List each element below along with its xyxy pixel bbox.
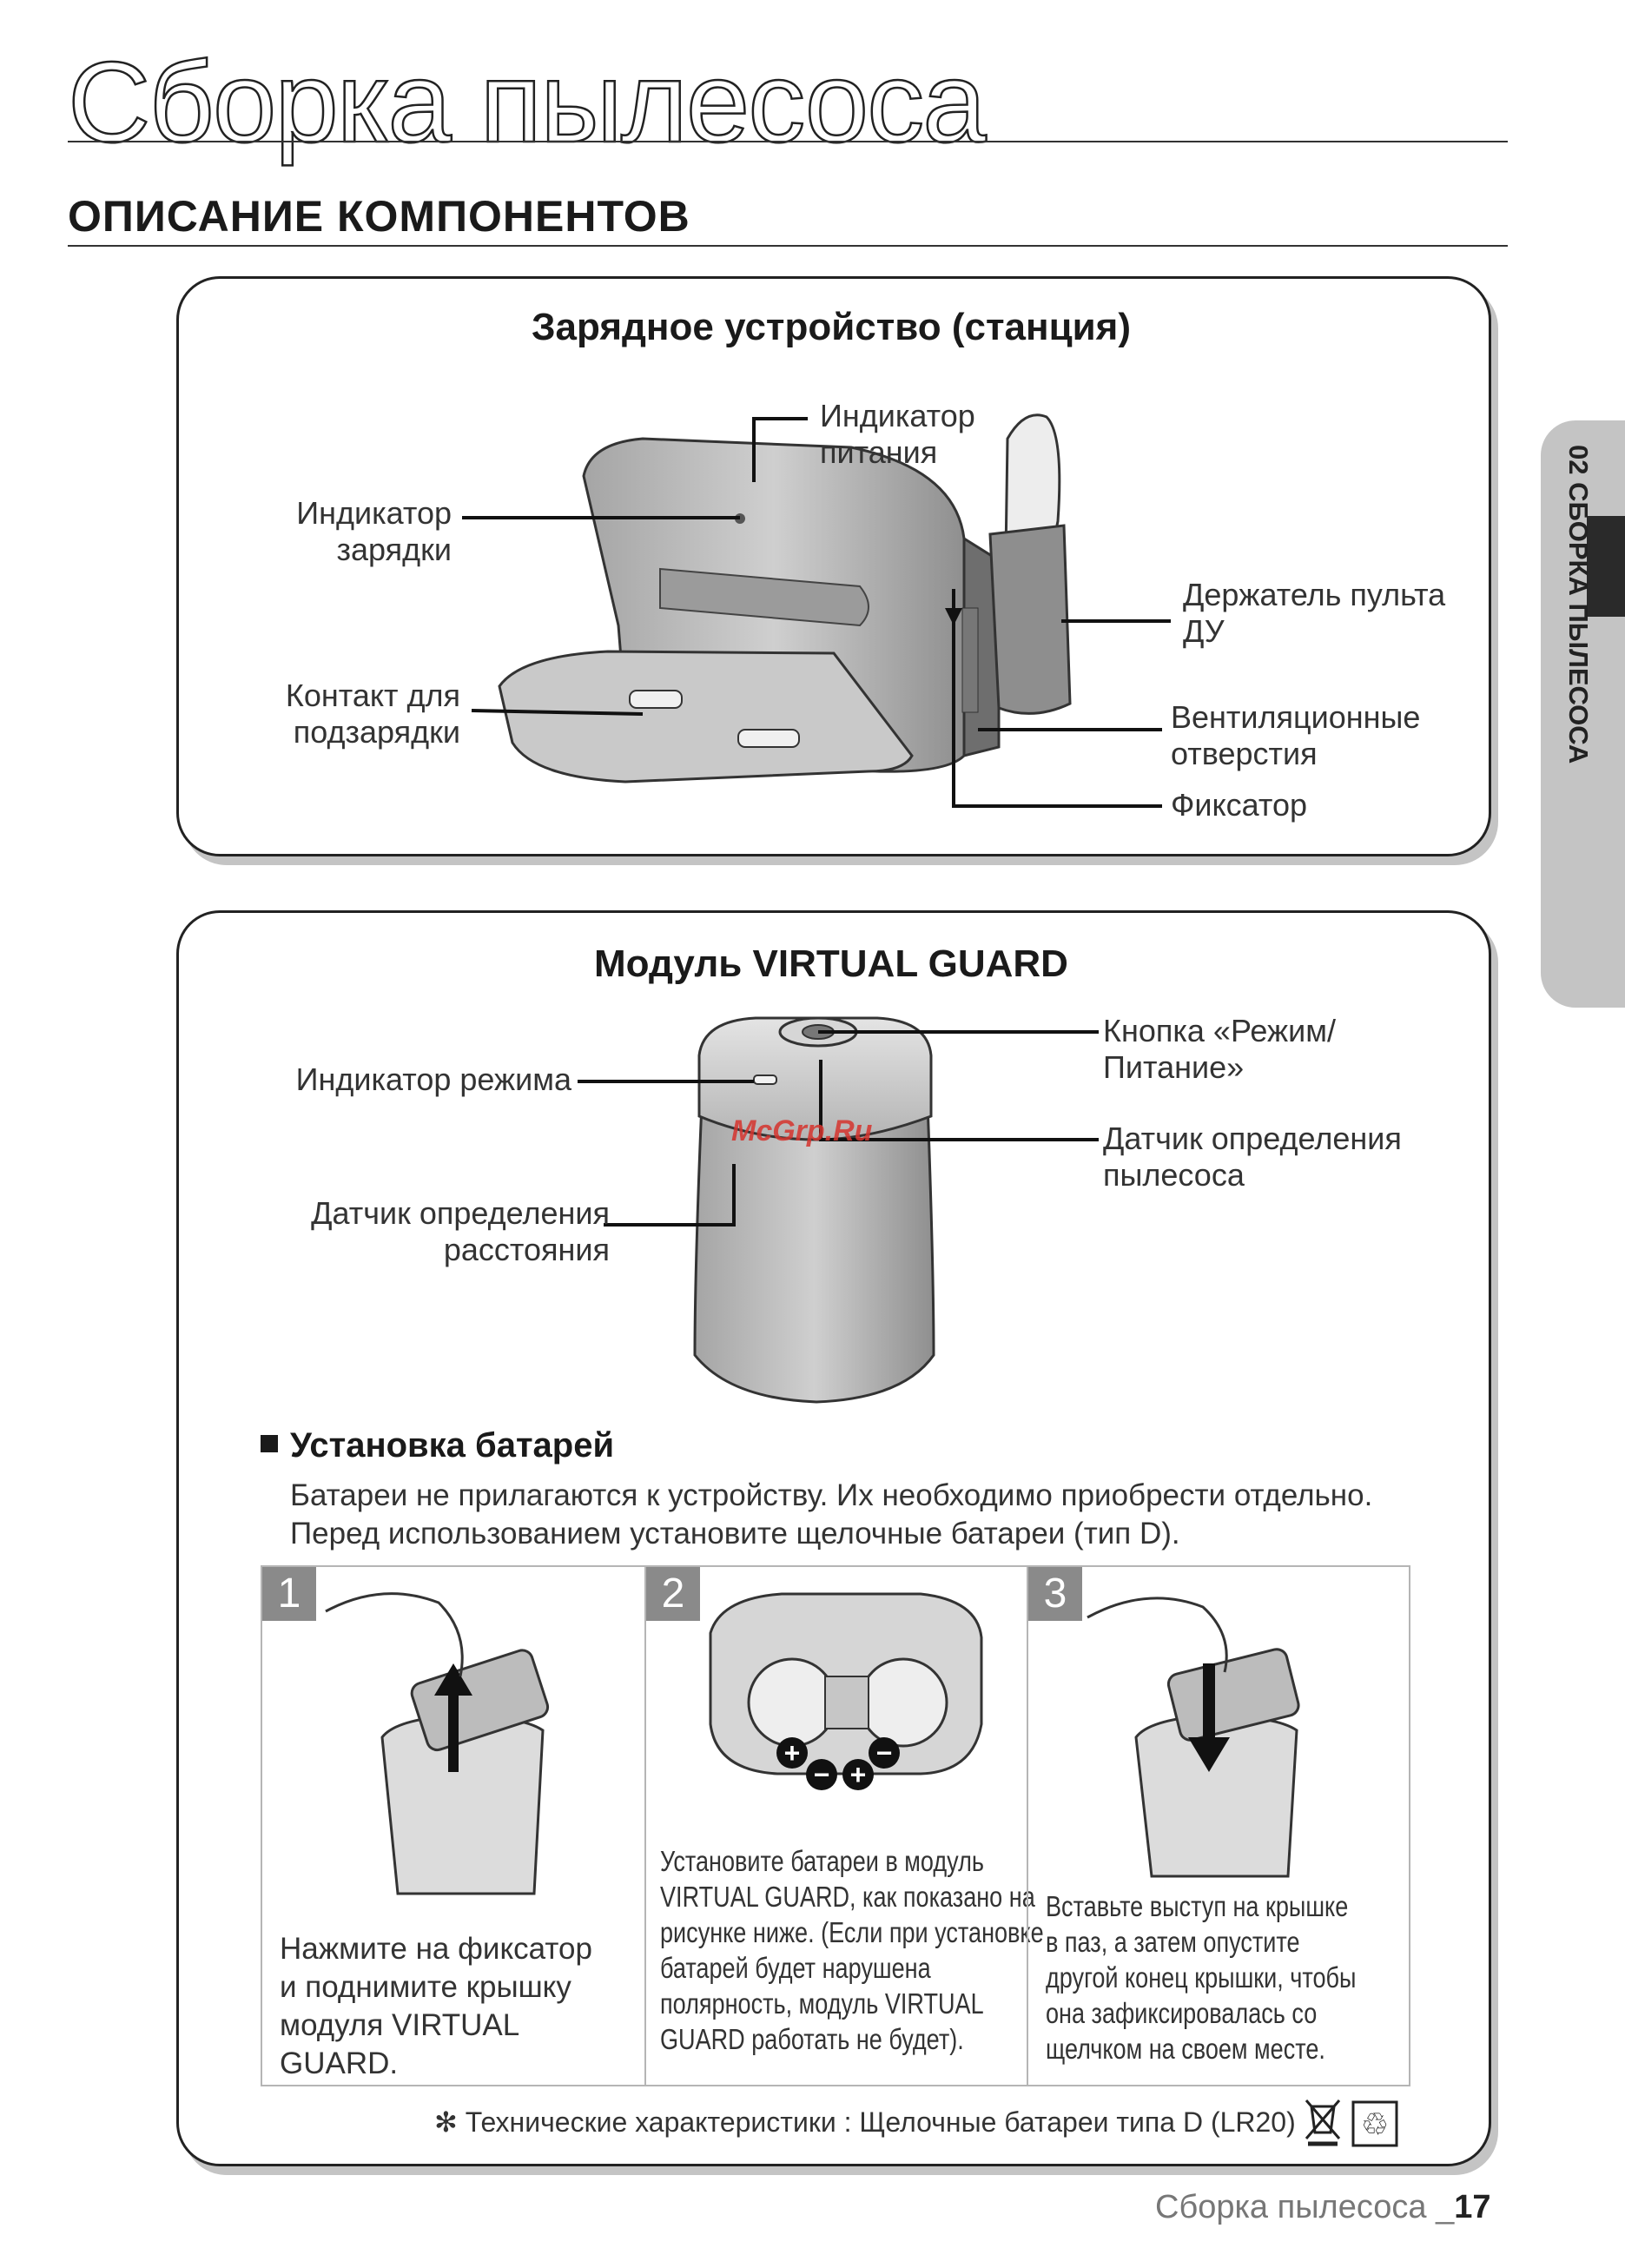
section-rule — [68, 245, 1508, 247]
battery-heading: Установка батарей — [261, 1426, 614, 1465]
chapter-tab-label: 02 СБОРКА ПЫЛЕСОСА — [1563, 445, 1594, 764]
latch-arrow-icon — [945, 608, 962, 625]
disposal-icon — [1305, 2099, 1341, 2146]
label-cleaner-sensor: Датчик определения пылесоса — [1103, 1121, 1402, 1193]
label-power-indicator: Индикатор питания — [820, 398, 975, 470]
label-charge-contact: Контакт для подзарядки — [285, 678, 460, 750]
chapter-tab-marker — [1587, 516, 1625, 617]
page-footer: Сборка пылесоса _17 — [1155, 2189, 1491, 2225]
label-distance-sensor: Датчик определения расстояния — [311, 1195, 610, 1267]
label-vents: Вентиляционные отверстия — [1171, 699, 1421, 771]
step-3-text: Вставьте выступ на крышке в паз, а затем… — [1046, 1890, 1357, 2065]
section-title: ОПИСАНИЕ КОМПОНЕНТОВ — [68, 192, 690, 241]
label-mode-button: Кнопка «Режим/ Питание» — [1103, 1013, 1336, 1085]
svg-text:+: + — [850, 1759, 867, 1790]
battery-steps: 1 Нажмите на фиксатор и поднимите крышку… — [261, 1565, 1410, 2086]
step1-illustration — [325, 1592, 550, 1895]
step-1-text: Нажмите на фиксатор и поднимите крышку м… — [280, 1932, 592, 2080]
guard-title: Модуль VIRTUAL GUARD — [594, 942, 1068, 985]
svg-text:−: − — [814, 1759, 830, 1790]
step-2-text: Установите батареи в модуль VIRTUAL GUAR… — [660, 1845, 1044, 2055]
battery-line-2: Перед использованием установите щелочные… — [290, 1517, 1180, 1551]
label-remote-holder: Держатель пульта ДУ — [1183, 577, 1446, 649]
step-1-number: 1 — [262, 1567, 316, 1621]
step-3: 3 Вставьте выступ на крышке в паз, а зат… — [1027, 1567, 1410, 2085]
step-2: 2 Установите батареи в модуль VIRTUAL GU… — [644, 1567, 1044, 2085]
label-charge-indicator: Индикатор зарядки — [296, 495, 452, 567]
step-1: 1 Нажмите на фиксатор и поднимите крышку… — [262, 1567, 644, 2085]
step3-illustration — [1087, 1597, 1300, 1878]
step-2-number: 2 — [646, 1567, 700, 1621]
battery-spec-footnote: ✻ Технические характеристики : Щелочные … — [434, 2106, 1296, 2138]
step-3-number: 3 — [1028, 1567, 1082, 1621]
svg-text:−: − — [876, 1737, 893, 1769]
recycle-icon: ♲ — [1351, 2100, 1398, 2147]
virtual-guard-illustration — [693, 1016, 935, 1404]
charging-station-illustration — [498, 413, 1072, 784]
bullet-square — [261, 1435, 278, 1452]
label-mode-indicator: Индикатор режима — [295, 1061, 571, 1097]
label-latch: Фиксатор — [1171, 787, 1307, 823]
title-rule — [68, 141, 1508, 142]
battery-line-1: Батареи не прилагаются к устройству. Их … — [290, 1478, 1373, 1512]
guard-leader-lines — [578, 1030, 1099, 1227]
watermark: McGrp.Ru — [731, 1114, 873, 1147]
charger-leader-lines — [462, 417, 1171, 808]
svg-text:♲: ♲ — [1361, 2106, 1389, 2142]
charger-title: Зарядное устройство (станция) — [531, 306, 1131, 348]
svg-text:+: + — [784, 1737, 801, 1769]
step2-illustration: + − + − — [709, 1592, 983, 1790]
page-number: 17 — [1454, 2189, 1491, 2225]
